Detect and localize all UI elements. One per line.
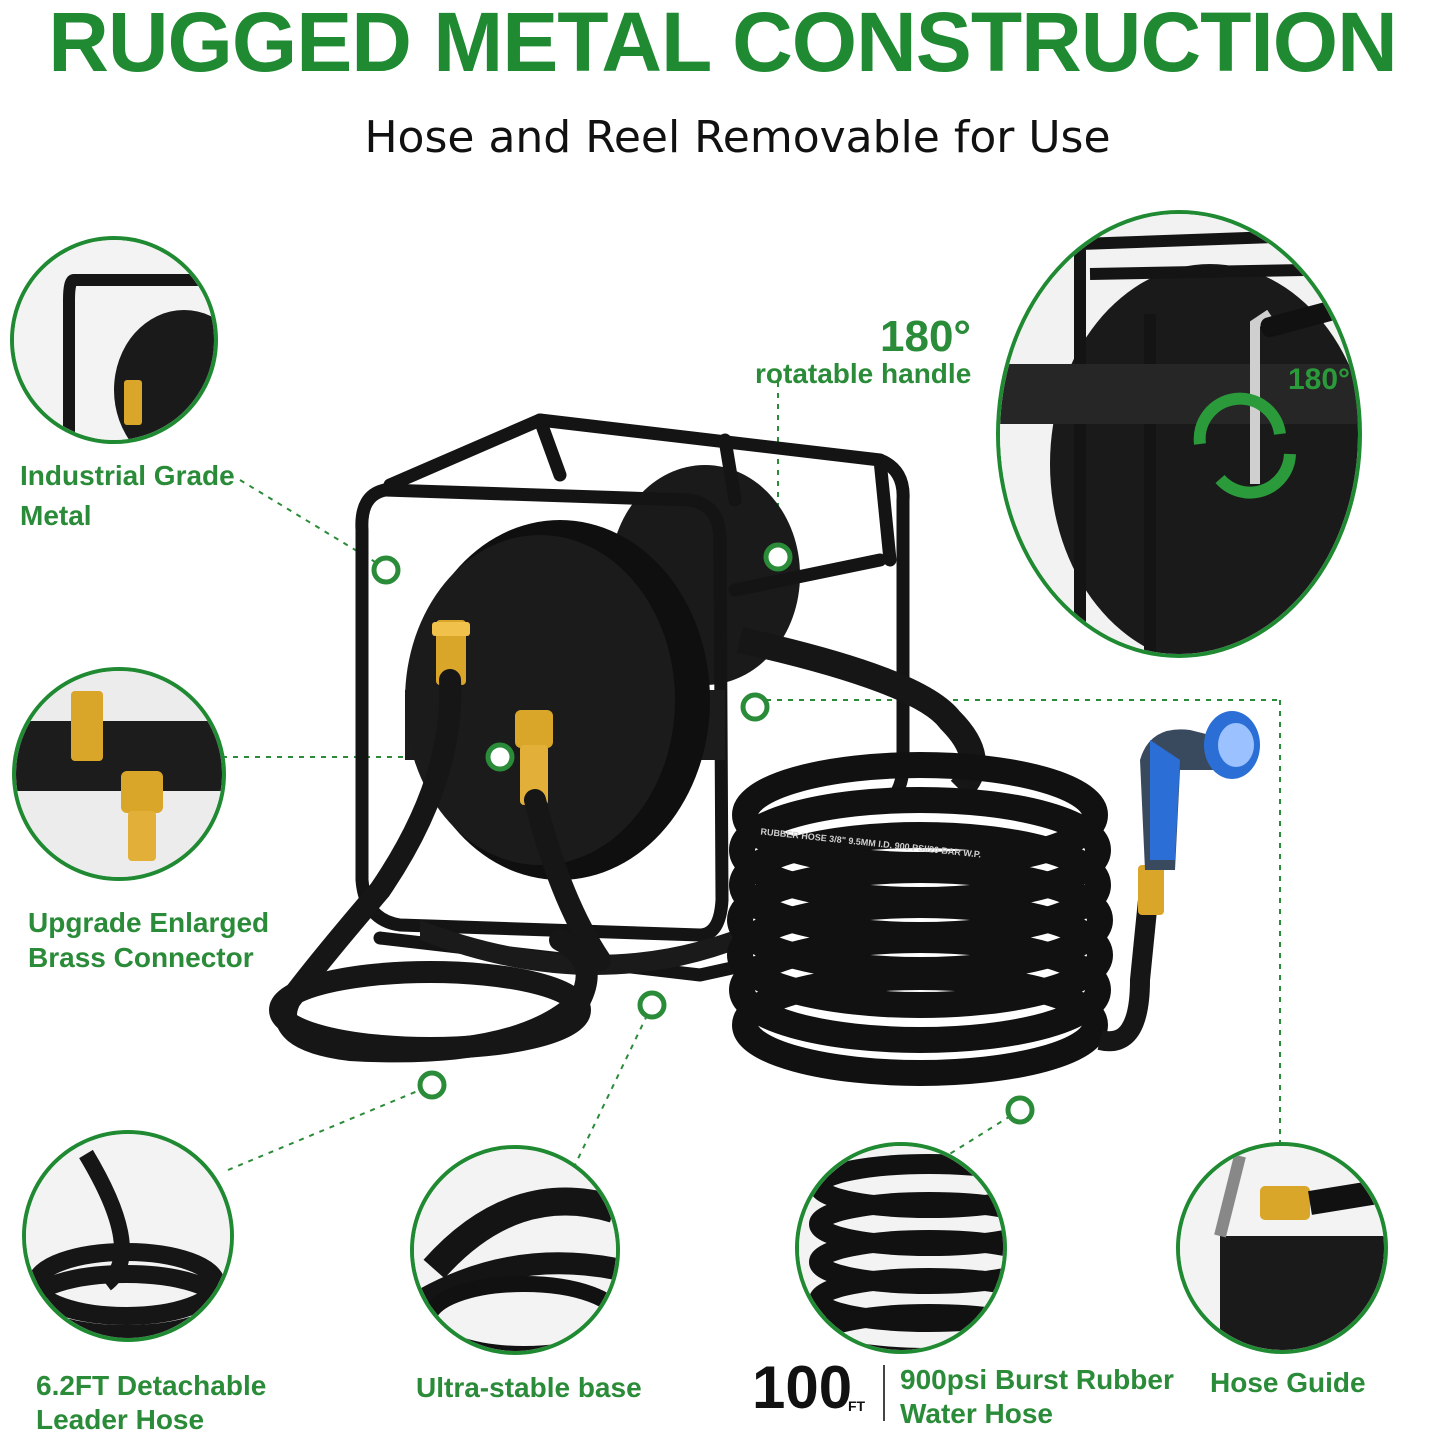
base-label: Ultra-stable base: [416, 1372, 642, 1403]
handle-label: rotatable handle: [755, 358, 972, 389]
metal-label-line2: Metal: [20, 500, 92, 531]
inset-handle-degrees: 180°: [1288, 363, 1351, 396]
hose-label-line2: Water Hose: [900, 1398, 1054, 1429]
inset-rotatable-handle: [996, 210, 1362, 658]
spray-nozzle: [1140, 711, 1260, 870]
hose-label-line1: 900psi Burst Rubber: [900, 1364, 1174, 1395]
handle-degrees: 180°: [880, 312, 972, 361]
inset-stable-base: [410, 1145, 620, 1355]
inset-metal-frame: [10, 236, 218, 444]
length-unit: FT: [848, 1398, 866, 1414]
brass-connector: [432, 620, 553, 805]
inset-rubber-hose: [795, 1142, 1007, 1354]
guide-label: Hose Guide: [1210, 1367, 1366, 1398]
nozzle-hose: [1097, 879, 1160, 1052]
length-divider: [883, 1365, 885, 1421]
length-number: 100: [752, 1354, 853, 1421]
leader-label-line2: Leader Hose: [36, 1404, 205, 1435]
leader-hose: [269, 669, 611, 1063]
main-hose-coil: [727, 752, 1113, 1086]
inset-brass-connector: [12, 667, 226, 881]
nozzle-brass-fitting: [1138, 865, 1164, 915]
hotspot-markers: [371, 542, 1035, 1125]
inset-leader-hose: [22, 1130, 234, 1342]
reel-base: [420, 920, 760, 975]
brass-label-line2: Brass Connector: [28, 942, 254, 973]
brass-label-line1: Upgrade Enlarged: [28, 907, 270, 938]
metal-label-line1: Industrial Grade: [20, 460, 235, 491]
page-subtitle: Hose and Reel Removable for Use: [364, 112, 1111, 163]
inset-hose-guide: [1176, 1142, 1388, 1354]
leader-label-line1: 6.2FT Detachable: [36, 1370, 267, 1401]
page-title: RUGGED METAL CONSTRUCTION: [48, 0, 1398, 89]
